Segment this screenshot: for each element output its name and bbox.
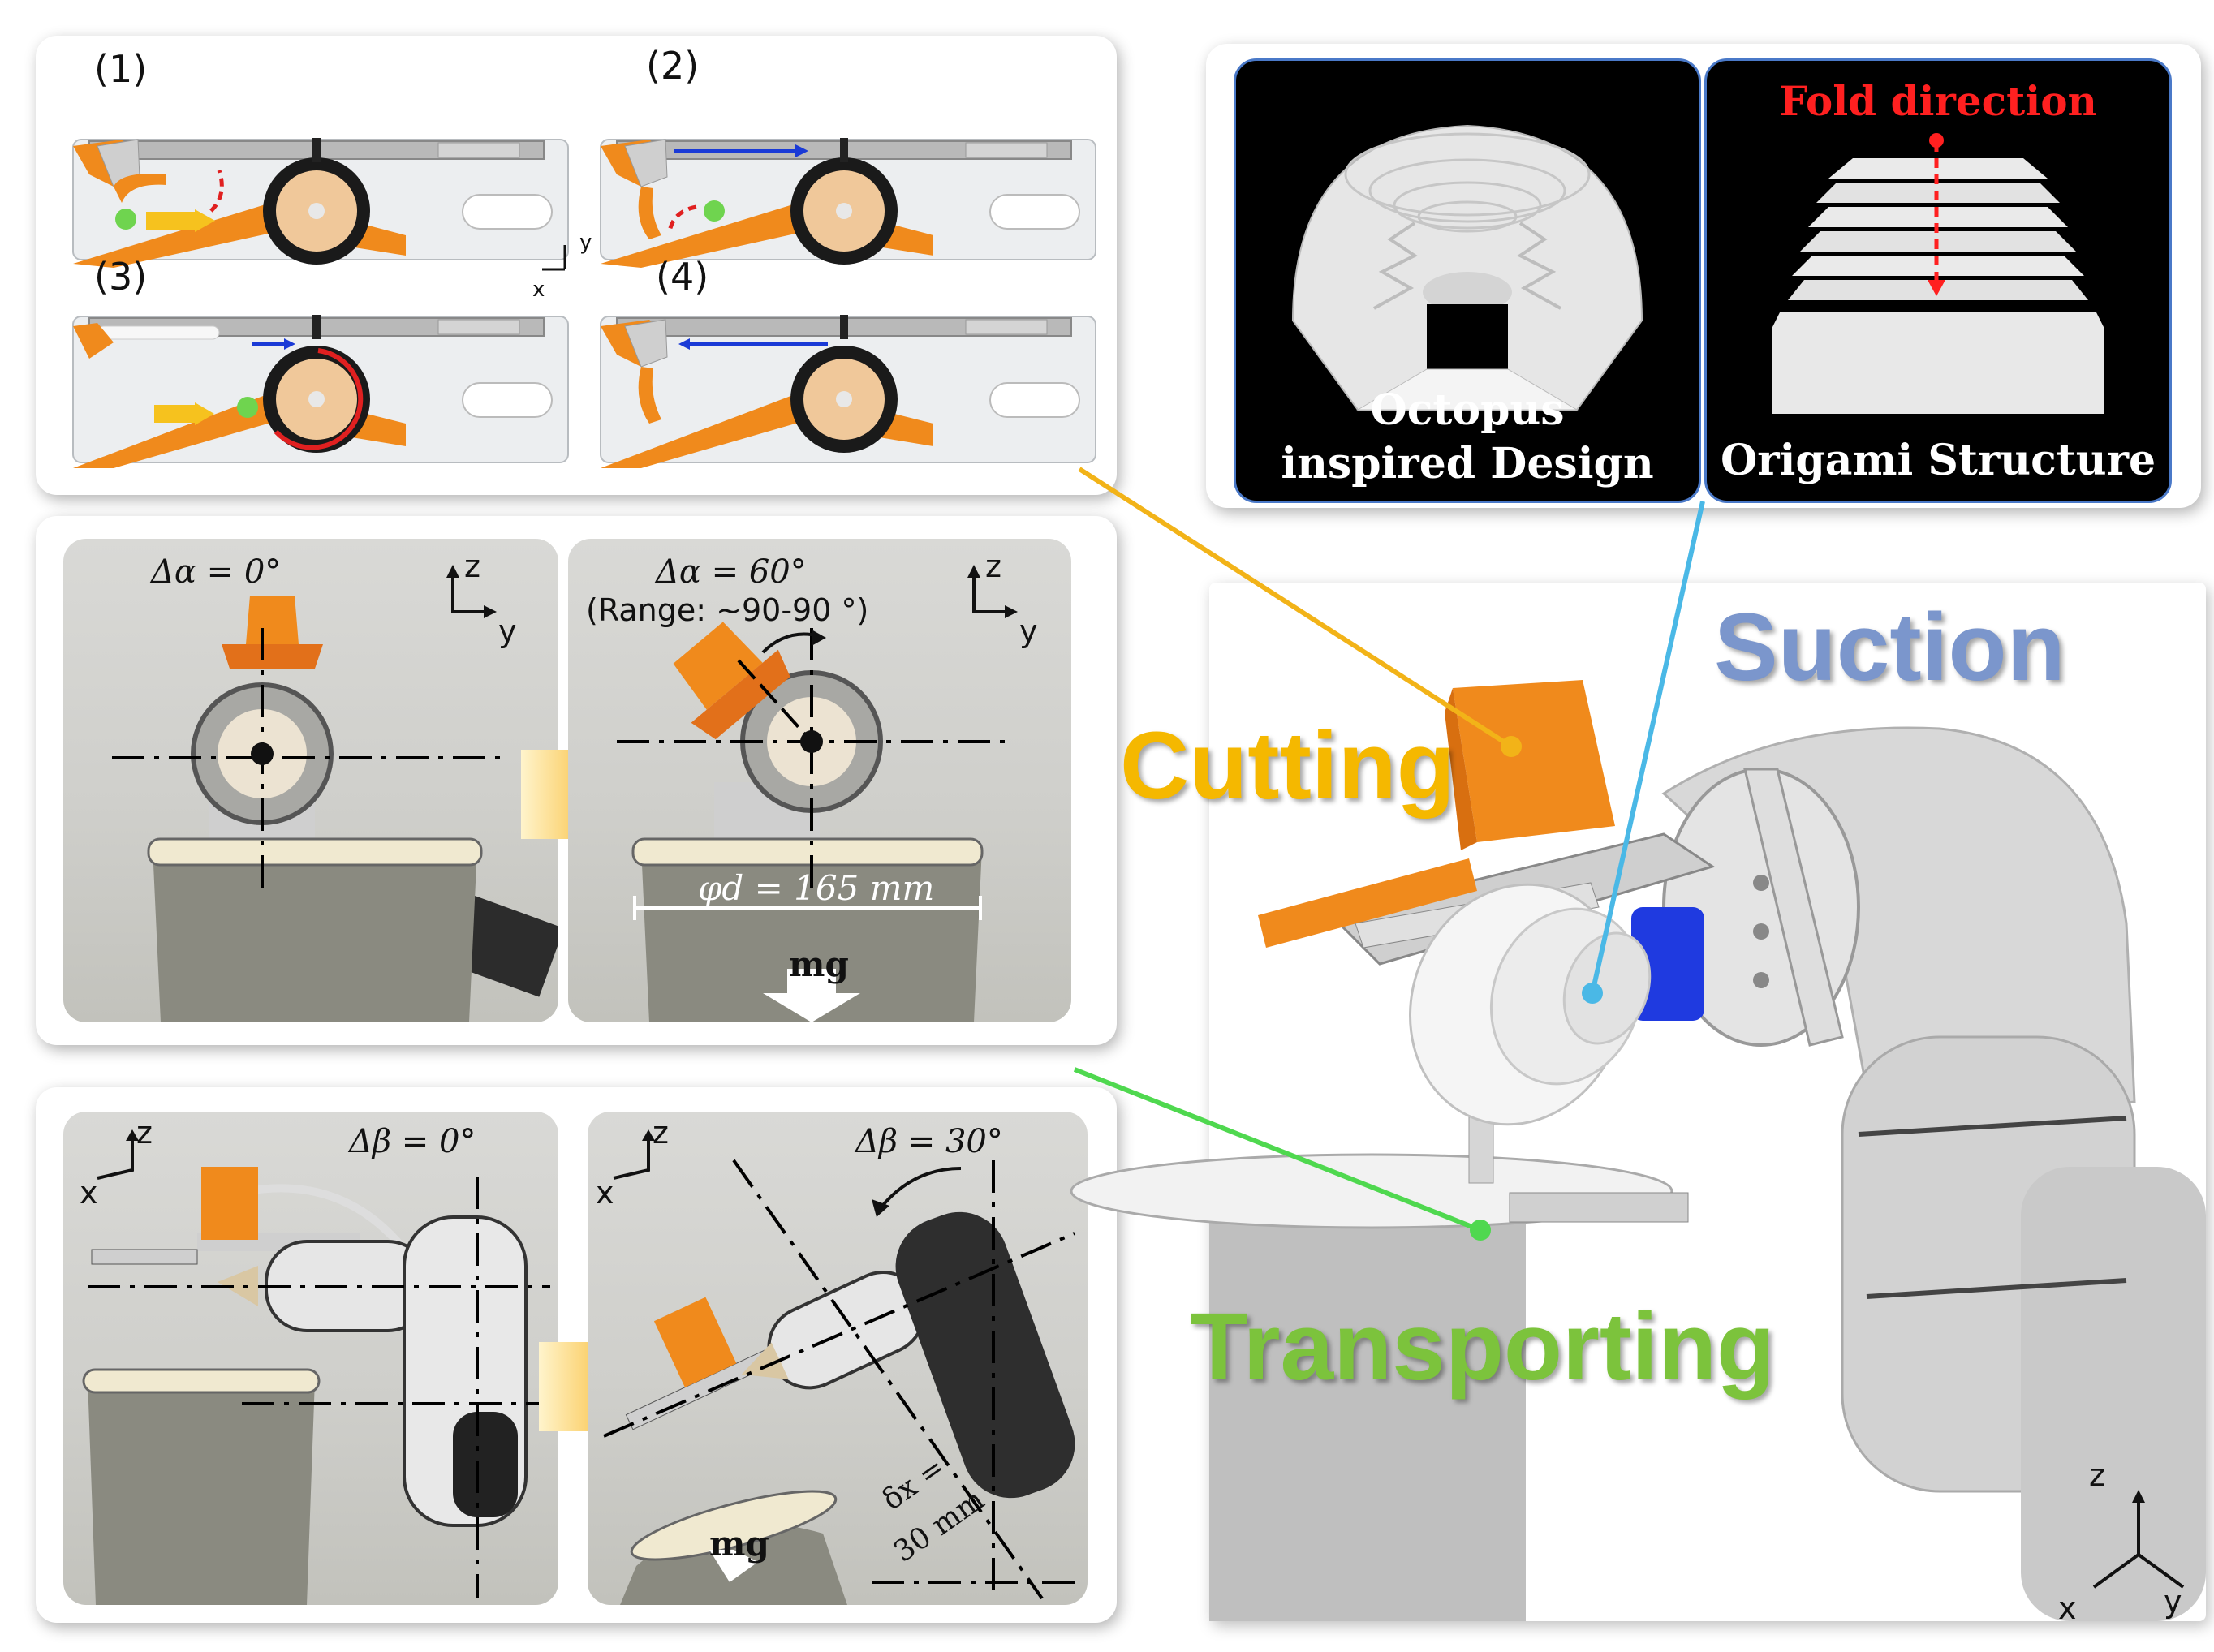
step-3-mechanism	[72, 315, 569, 468]
beta-0-label: Δβ = 0°	[349, 1123, 476, 1160]
alpha-0-axis-y: y	[498, 613, 517, 649]
diameter-label: φd = 165 mm	[698, 868, 935, 908]
transport-connector-line	[1073, 1067, 1482, 1233]
gripper-sequence-panel: (1) (2)	[36, 36, 1117, 495]
fold-direction-label: Fold direction	[1779, 77, 2097, 125]
alpha-mg-label: mg	[789, 944, 849, 984]
step-2-mechanism	[600, 138, 1096, 268]
cutting-connector-line	[1078, 467, 1513, 749]
alpha-rotation-panel: Δα = 0° z y	[36, 516, 1117, 1045]
origami-caption: Origami Structure	[1720, 436, 2156, 485]
beta-30-label: Δβ = 30°	[855, 1123, 1003, 1160]
beta-30-illustration	[603, 1159, 1075, 1605]
beta-0-illustration	[82, 1167, 550, 1605]
robot-render-illustration	[1070, 680, 2206, 1621]
origami-bellows-render	[1772, 133, 2104, 414]
robot-axis-icon	[2092, 1490, 2185, 1589]
alpha-60-axis-y: y	[1019, 613, 1038, 649]
alpha-60-axis-z: z	[985, 549, 1001, 584]
alpha-0-illustration	[112, 596, 558, 1022]
beta-0-axis-x: x	[80, 1175, 98, 1211]
step-4-mechanism	[600, 315, 1096, 468]
step-1-label: (1)	[94, 47, 148, 91]
suction-connector-line	[1590, 501, 1705, 994]
beta-rotation-panel: Δβ = 0° z x	[36, 1087, 1117, 1623]
step-axis-y: y	[579, 230, 592, 255]
alpha-0-axis-icon	[446, 565, 497, 618]
robot-axis-x: x	[2058, 1590, 2077, 1626]
beta-0-axis-z: z	[136, 1115, 153, 1151]
alpha-0-photo: Δα = 0° z y	[63, 539, 558, 1022]
origami-structure-inset: Fold direction Origami Structure	[1704, 58, 2172, 503]
cutting-label: Cutting	[1120, 712, 1455, 820]
octopus-caption-line1: Octopus	[1370, 385, 1565, 435]
robot-axis-y: y	[2164, 1584, 2182, 1620]
beta-30-axis-x: x	[596, 1175, 614, 1211]
alpha-60-illustration	[617, 622, 1006, 1022]
cutting-connector-dot	[1501, 736, 1522, 757]
suction-connector-dot	[1582, 983, 1603, 1004]
octopus-design-inset: Octopus inspired Design	[1234, 58, 1701, 503]
step-1-mechanism	[72, 138, 569, 268]
step-axis-icon	[542, 245, 566, 271]
octopus-cup-render	[1291, 124, 1643, 411]
step-4-label: (4)	[656, 255, 709, 299]
suction-label: Suction	[1714, 594, 2065, 701]
beta-0-axis-icon	[97, 1129, 139, 1180]
transporting-label: Transporting	[1190, 1293, 1776, 1400]
alpha-60-photo: Δα = 60° (Range: ~90-90 °) z y φd = 165 …	[568, 539, 1071, 1022]
alpha-0-label: Δα = 0°	[151, 553, 282, 591]
step-3-label: (3)	[94, 255, 148, 299]
beta-30-photo: Δβ = 30° z x mg δx = 30 mm	[588, 1112, 1088, 1605]
beta-0-photo: Δβ = 0° z x	[63, 1112, 558, 1605]
beta-30-axis-icon	[613, 1129, 655, 1180]
beta-30-axis-z: z	[653, 1115, 669, 1151]
step-axis-x: x	[532, 277, 545, 302]
alpha-60-label: Δα = 60°	[656, 553, 807, 591]
step-2-label: (2)	[646, 44, 700, 88]
alpha-range-label: (Range: ~90-90 °)	[586, 592, 869, 628]
alpha-0-axis-z: z	[464, 549, 480, 584]
alpha-60-axis-icon	[967, 565, 1018, 618]
beta-mg-label: mg	[709, 1524, 769, 1564]
robot-axis-z: z	[2089, 1457, 2105, 1493]
suction-cup-design-panel: Octopus inspired Design Fold direction O…	[1206, 44, 2201, 508]
transport-connector-dot	[1470, 1220, 1491, 1241]
octopus-caption-line2: inspired Design	[1281, 439, 1654, 488]
